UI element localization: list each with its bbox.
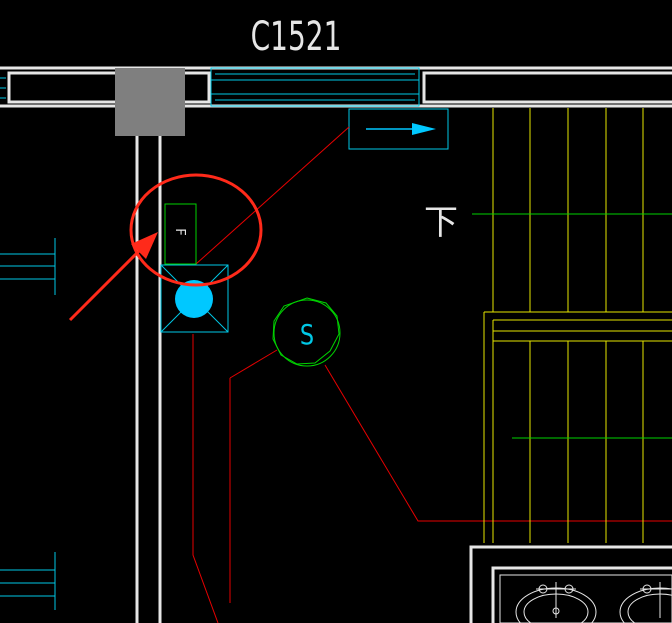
- stair-down-label: 下: [424, 203, 458, 243]
- drain-circle-icon: [175, 280, 213, 318]
- leader-lines: [192, 126, 672, 623]
- stair-flight-upper: [492, 108, 644, 312]
- fixture-counter: [499, 574, 672, 623]
- structural-column: [115, 68, 185, 136]
- column-tag: F: [164, 203, 197, 265]
- riser-symbol: S: [272, 297, 341, 367]
- washbasin-right: [619, 582, 672, 623]
- left-side-window-lower: [0, 552, 56, 610]
- column-tag-label: F: [172, 228, 187, 235]
- annotation-circle: [129, 173, 263, 287]
- vertical-wall: [135, 136, 162, 623]
- left-side-window-upper: [0, 238, 56, 295]
- arrow-right-icon: [412, 123, 436, 135]
- annotation-arrow-icon: [68, 232, 158, 322]
- window-label: C1521: [251, 14, 342, 60]
- stair-flight-lower: [529, 341, 644, 543]
- flow-direction-box: [348, 108, 449, 150]
- top-window: [210, 67, 420, 107]
- left-window-fragment: [0, 77, 6, 99]
- riser-symbol-label: S: [300, 317, 314, 350]
- washbasin-left: [515, 582, 597, 623]
- stair-landing: [483, 311, 672, 543]
- floor-drain-symbol: [160, 264, 229, 333]
- fixture-room-wall: [469, 545, 672, 623]
